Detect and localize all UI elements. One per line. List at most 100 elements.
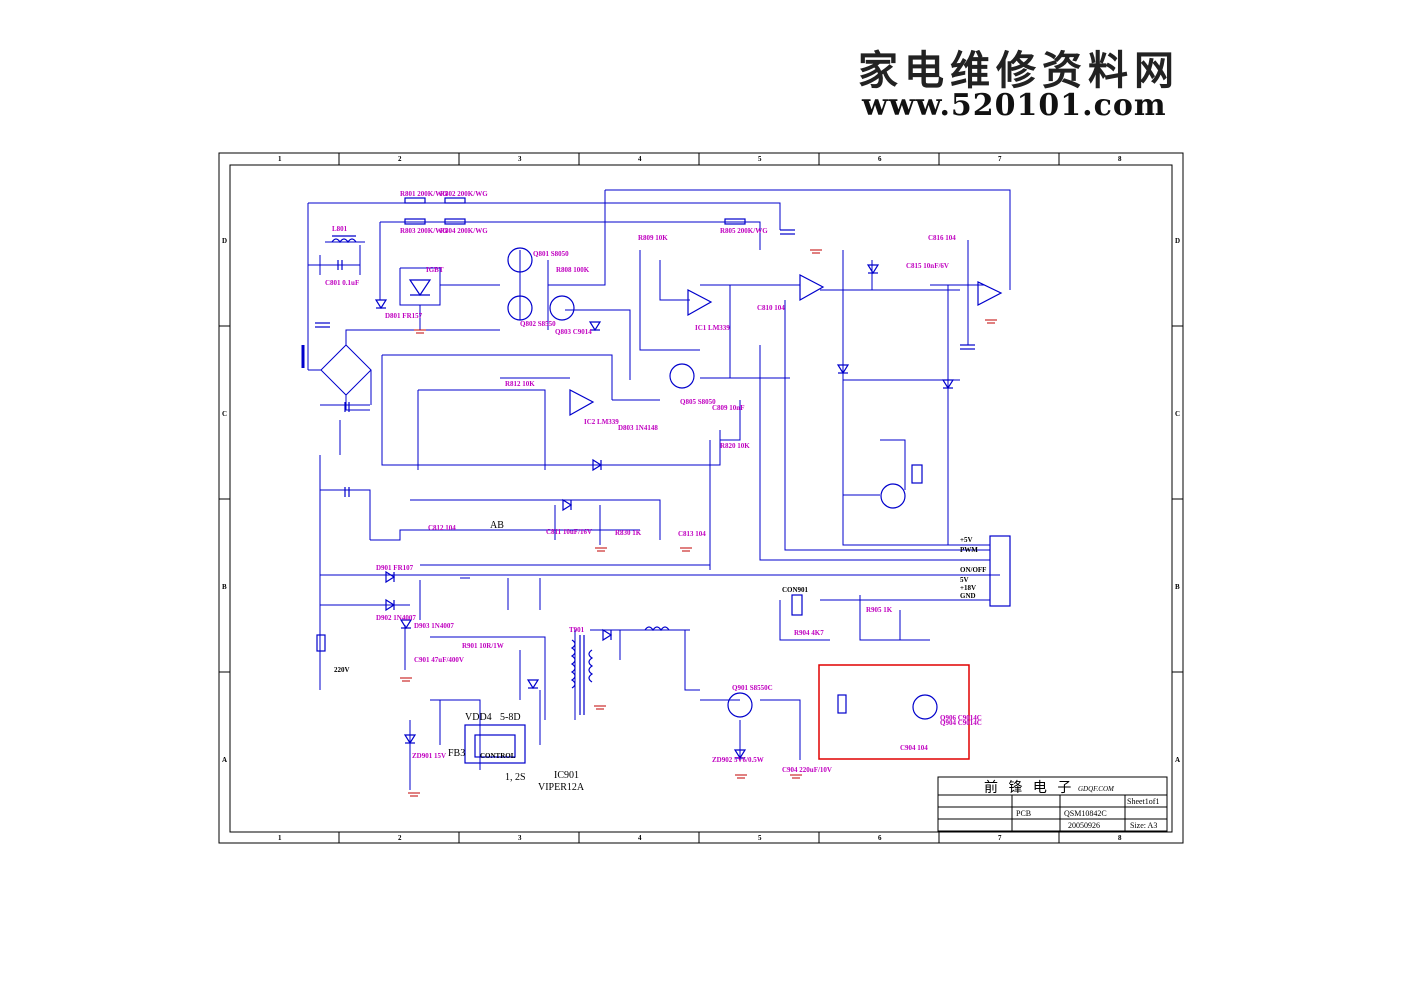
label: C815 10nF/6V bbox=[906, 262, 949, 270]
tb-pcb-value: QSM10842C bbox=[1064, 809, 1107, 818]
label: R905 1K bbox=[866, 606, 893, 614]
row-label: B bbox=[1175, 583, 1180, 591]
fb-label: FB3 bbox=[448, 748, 465, 759]
label: Q802 S8550 bbox=[520, 320, 556, 328]
row-label: D bbox=[222, 237, 227, 245]
label: R904 4K7 bbox=[794, 629, 824, 637]
tb-size: Size: A3 bbox=[1130, 821, 1157, 830]
viper-label: VIPER12A bbox=[538, 782, 585, 793]
row-label: A bbox=[222, 756, 227, 764]
control-label: CONTROL bbox=[480, 752, 516, 760]
label: D901 FR107 bbox=[376, 564, 414, 572]
label: R803 200K/WG bbox=[400, 227, 448, 235]
pin-label: 5V bbox=[960, 576, 969, 584]
label: R808 100K bbox=[556, 266, 590, 274]
ground-symbols bbox=[400, 249, 997, 797]
frame-outer bbox=[218, 152, 1184, 844]
row-label: C bbox=[1175, 410, 1180, 418]
col-label: 4 bbox=[638, 155, 642, 163]
label: R801 200K/WG bbox=[400, 190, 448, 198]
label: R805 200K/WG bbox=[720, 227, 768, 235]
label: Q906 C9014C bbox=[940, 714, 982, 722]
pin-label: ON/OFF bbox=[960, 566, 986, 574]
tb-sheet: Sheet1of1 bbox=[1127, 797, 1159, 806]
col-label: 6 bbox=[878, 155, 882, 163]
pins-label: 1, 2S bbox=[505, 772, 526, 783]
col-label: 7 bbox=[998, 155, 1002, 163]
col-label: 2 bbox=[398, 834, 402, 842]
pin-label: PWM bbox=[960, 546, 978, 554]
label: C810 104 bbox=[757, 304, 785, 312]
col-label: 3 bbox=[518, 155, 522, 163]
label: C813 104 bbox=[678, 530, 706, 538]
pin-label: +5V bbox=[960, 536, 973, 544]
label: C812 104 bbox=[428, 524, 456, 532]
ab-label: AB bbox=[490, 520, 504, 531]
row-label: B bbox=[222, 583, 227, 591]
label: R820 10K bbox=[720, 442, 750, 450]
col-label: 1 bbox=[278, 834, 282, 842]
label: D902 1N4007 bbox=[376, 614, 416, 622]
label: IGBT bbox=[426, 266, 444, 274]
vdd-label: VDD4 bbox=[465, 712, 492, 723]
label: Q805 S8050 bbox=[680, 398, 716, 406]
label: R809 10K bbox=[638, 234, 668, 242]
tb-company: 前 锋 电 子 bbox=[984, 779, 1074, 796]
label: T901 bbox=[569, 626, 585, 634]
col-label: 2 bbox=[398, 155, 402, 163]
col-label: 6 bbox=[878, 834, 882, 842]
watermark-title: 家电维修资料网 bbox=[858, 47, 1180, 94]
label: R830 1K bbox=[615, 529, 642, 537]
connector-labels: +5V PWM ON/OFF 5V +18V GND bbox=[960, 536, 986, 600]
label: R804 200K/WG bbox=[440, 227, 488, 235]
label: C801 0.1uF bbox=[325, 279, 359, 287]
label: IC1 LM339 bbox=[695, 324, 730, 332]
label: Q803 C9014 bbox=[555, 328, 592, 336]
col-label: 8 bbox=[1118, 155, 1122, 163]
ic-labels: IC901 VIPER12A VDD4 5-8D FB3 CONTROL 1, … bbox=[334, 520, 585, 793]
ac-label: 220V bbox=[334, 666, 350, 674]
highlight-box bbox=[818, 664, 970, 760]
row-label: D bbox=[1175, 237, 1180, 245]
row-label: A bbox=[1175, 756, 1180, 764]
label: ZD901 15V bbox=[412, 752, 446, 760]
label: D801 FR157 bbox=[385, 312, 423, 320]
col-label: 8 bbox=[1118, 834, 1122, 842]
label: C904 220uF/10V bbox=[782, 766, 832, 774]
label: C904 104 bbox=[900, 744, 928, 752]
label: Q904 C9014C bbox=[940, 719, 982, 727]
label: Q801 S8050 bbox=[533, 250, 569, 258]
label: C901 47uF/400V bbox=[414, 656, 464, 664]
frame-col-labels: 1 2 3 4 5 6 7 8 1 2 3 4 5 6 7 8 D C B A … bbox=[222, 155, 1180, 842]
sd-label: 5-8D bbox=[500, 712, 521, 723]
col-label: 7 bbox=[998, 834, 1002, 842]
label: IC2 LM339 bbox=[584, 418, 619, 426]
label: C816 104 bbox=[928, 234, 956, 242]
tb-pcb-label: PCB bbox=[1016, 809, 1031, 818]
label: D803 1N4148 bbox=[618, 424, 658, 432]
frame-ticks bbox=[219, 153, 1183, 843]
label: R901 10R/1W bbox=[462, 642, 504, 650]
label: Q901 S8550C bbox=[732, 684, 773, 692]
label: L801 bbox=[332, 225, 348, 233]
tb-date: 20050926 bbox=[1068, 821, 1100, 830]
label: ZD902 5V6/0.5W bbox=[712, 756, 764, 764]
watermark-url: www.520101.com bbox=[862, 88, 1167, 123]
row-label: C bbox=[222, 410, 227, 418]
components bbox=[301, 197, 1011, 764]
col-label: 5 bbox=[758, 834, 762, 842]
col-label: 3 bbox=[518, 834, 522, 842]
pin-label: +18V bbox=[960, 584, 976, 592]
label: C809 10nF bbox=[712, 404, 744, 412]
col-label: 5 bbox=[758, 155, 762, 163]
label: C811 10uF/16V bbox=[546, 528, 592, 536]
label: CON901 bbox=[782, 586, 809, 594]
ic901-label: IC901 bbox=[554, 770, 579, 781]
title-block: 前 锋 电 子 GDQF.COM Sheet1of1 PCB QSM10842C… bbox=[937, 776, 1168, 832]
label: R812 10K bbox=[505, 380, 535, 388]
label: D903 1N4007 bbox=[414, 622, 454, 630]
label: R802 200K/WG bbox=[440, 190, 488, 198]
tb-website: GDQF.COM bbox=[1078, 785, 1115, 793]
pin-label: GND bbox=[960, 592, 976, 600]
